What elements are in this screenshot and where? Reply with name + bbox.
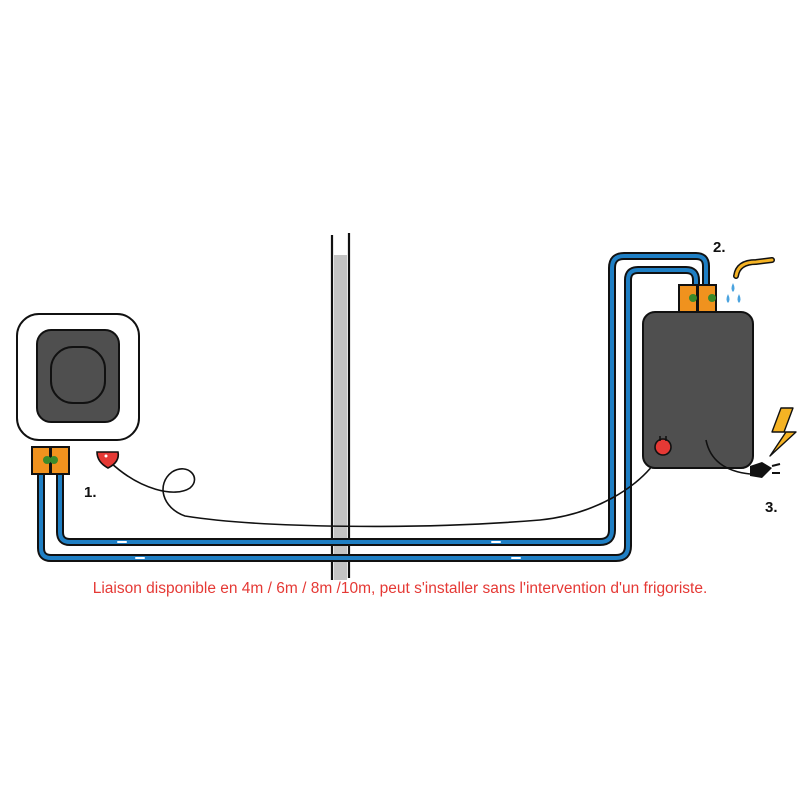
outdoor-power-lead — [705, 439, 751, 475]
indoor-plug-icon — [96, 451, 120, 469]
pipe-inner — [58, 254, 708, 544]
power-plug-icon — [750, 462, 781, 478]
wall-icon — [330, 233, 351, 580]
indoor-connectors — [31, 446, 70, 475]
outdoor-plug-icon — [654, 436, 672, 456]
water-hose-icon — [733, 257, 775, 279]
refrigerant-pipes — [37, 252, 710, 562]
pipe-markers — [117, 541, 521, 559]
lightning-icon — [769, 407, 797, 457]
pipe-outer — [39, 268, 698, 560]
indoor-unit-icon — [16, 313, 140, 441]
step-label-3: 3. — [765, 499, 778, 516]
step-label-2: 2. — [713, 239, 726, 256]
step-label-1: 1. — [84, 484, 97, 501]
outdoor-connectors — [678, 284, 717, 313]
caption-text: Liaison disponible en 4m / 6m / 8m /10m,… — [92, 580, 708, 597]
water-drop-icon — [726, 283, 741, 303]
power-cable — [109, 451, 663, 528]
